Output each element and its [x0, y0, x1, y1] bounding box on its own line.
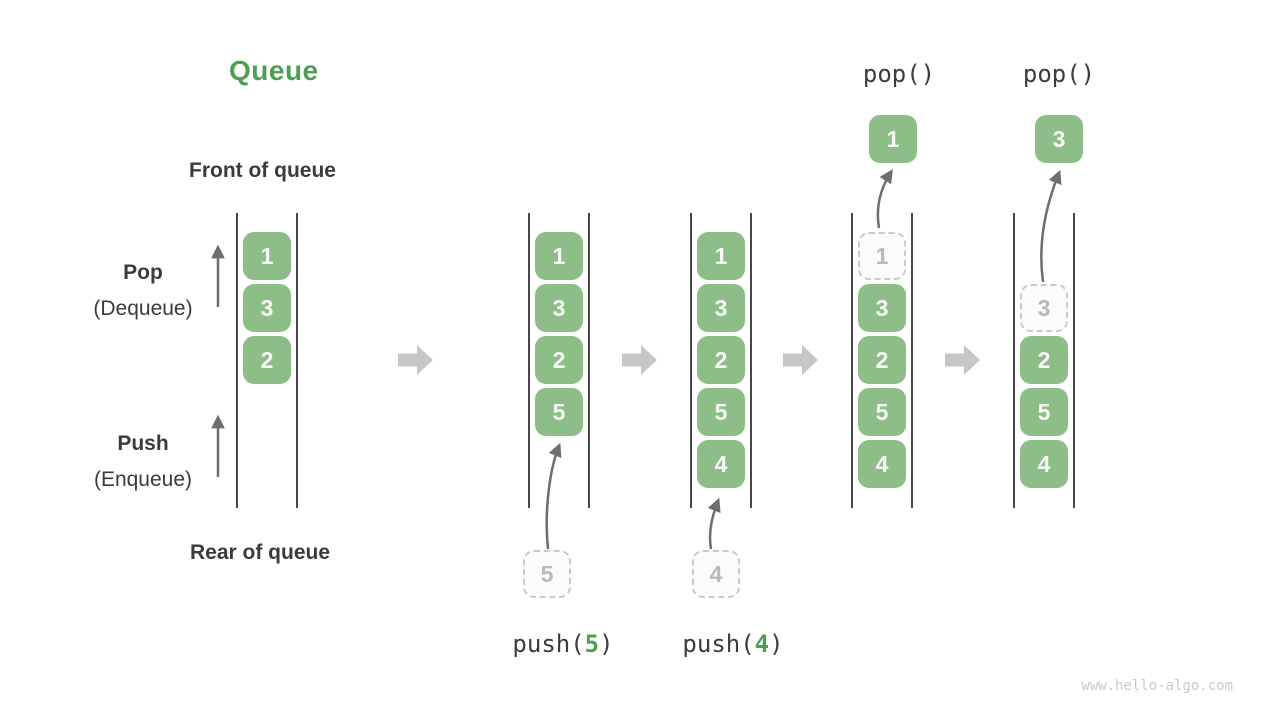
pop-1-arrow — [876, 169, 893, 229]
queue-element-2: 2 — [697, 336, 745, 384]
queue-state-2-left-wall — [528, 213, 530, 508]
popped-element-3: 3 — [1035, 115, 1083, 163]
pop-dequeue-label: Pop (Dequeue) — [43, 255, 243, 327]
element-value: 5 — [552, 398, 566, 425]
element-value: 2 — [714, 346, 728, 373]
push-call-text: push( — [512, 630, 585, 658]
pushed-element-4: 4 — [692, 550, 740, 598]
queue-element-5: 5 — [1020, 388, 1068, 436]
queue-element-4: 4 — [858, 440, 906, 488]
transition-arrow-4 — [945, 345, 980, 375]
queue-element-3: 3 — [697, 284, 745, 332]
queue-state-4-left-wall — [851, 213, 853, 508]
page-title: Queue — [229, 55, 319, 86]
queue-state-3-right-wall — [750, 213, 752, 508]
element-value: 3 — [1037, 294, 1051, 321]
element-value: 5 — [714, 398, 728, 425]
element-value: 2 — [875, 346, 889, 373]
transition-arrow-3 — [783, 345, 818, 375]
element-value: 1 — [552, 242, 566, 269]
transition-arrow-2 — [622, 345, 657, 375]
push-enqueue-label: Push (Enqueue) — [43, 426, 243, 498]
element-value: 2 — [1037, 346, 1051, 373]
queue-element-5: 5 — [535, 388, 583, 436]
pushed-element-5: 5 — [523, 550, 571, 598]
element-value: 3 — [714, 294, 728, 321]
element-value: 2 — [552, 346, 566, 373]
popped-element-1: 1 — [869, 115, 917, 163]
pop-call-label-1: pop() — [862, 60, 936, 88]
front-of-queue-label: Front of queue — [189, 159, 336, 182]
pop-call-label-2: pop() — [1022, 60, 1096, 88]
transition-arrow-1 — [398, 345, 433, 375]
queue-element-5: 5 — [697, 388, 745, 436]
rear-of-queue-label: Rear of queue — [190, 541, 331, 564]
queue-element-1: 1 — [697, 232, 745, 280]
element-value: 4 — [709, 560, 723, 587]
queue-state-5-right-wall — [1073, 213, 1075, 508]
element-value: 1 — [875, 242, 889, 269]
dashed-element-1: 1 — [858, 232, 906, 280]
element-value: 4 — [1037, 450, 1051, 477]
element-value: 1 — [886, 125, 900, 152]
push-call-close-paren: ) — [769, 630, 784, 658]
queue-state-1-right-wall — [296, 213, 298, 508]
element-value: 5 — [540, 560, 554, 587]
element-value: 1 — [260, 242, 274, 269]
push-4-arrow — [707, 497, 721, 550]
dashed-element-3: 3 — [1020, 284, 1068, 332]
queue-state-1-left-wall — [236, 213, 238, 508]
queue-element-5: 5 — [858, 388, 906, 436]
pop-word: Pop — [123, 261, 163, 284]
queue-element-4: 4 — [1020, 440, 1068, 488]
element-value: 5 — [875, 398, 889, 425]
queue-state-5-left-wall — [1013, 213, 1015, 508]
push-call-close-paren: ) — [599, 630, 614, 658]
element-value: 3 — [1052, 125, 1066, 152]
queue-element-1: 1 — [243, 232, 291, 280]
element-value: 3 — [552, 294, 566, 321]
element-value: 3 — [260, 294, 274, 321]
queue-element-3: 3 — [535, 284, 583, 332]
element-value: 4 — [875, 450, 889, 477]
element-value: 2 — [260, 346, 274, 373]
pop-3-arrow — [1040, 169, 1062, 283]
queue-state-3-left-wall — [690, 213, 692, 508]
dequeue-word: (Dequeue) — [93, 297, 193, 320]
push-call-argument: 4 — [754, 630, 770, 658]
queue-element-2: 2 — [858, 336, 906, 384]
element-value: 5 — [1037, 398, 1051, 425]
push-call-argument: 5 — [584, 630, 600, 658]
queue-element-2: 2 — [243, 336, 291, 384]
watermark: www.hello-algo.com — [1081, 678, 1233, 694]
push-call-label-4: push(4) — [682, 630, 783, 658]
element-value: 4 — [714, 450, 728, 477]
queue-state-4-right-wall — [911, 213, 913, 508]
push-call-text: push( — [682, 630, 755, 658]
queue-element-2: 2 — [1020, 336, 1068, 384]
queue-element-4: 4 — [697, 440, 745, 488]
element-value: 3 — [875, 294, 889, 321]
push-5-arrow — [545, 442, 562, 550]
push-word: Push — [117, 432, 169, 455]
enqueue-word: (Enqueue) — [93, 468, 193, 491]
queue-element-3: 3 — [858, 284, 906, 332]
queue-element-1: 1 — [535, 232, 583, 280]
queue-element-3: 3 — [243, 284, 291, 332]
queue-element-2: 2 — [535, 336, 583, 384]
element-value: 1 — [714, 242, 728, 269]
push-call-label-5: push(5) — [512, 630, 613, 658]
queue-state-2-right-wall — [588, 213, 590, 508]
